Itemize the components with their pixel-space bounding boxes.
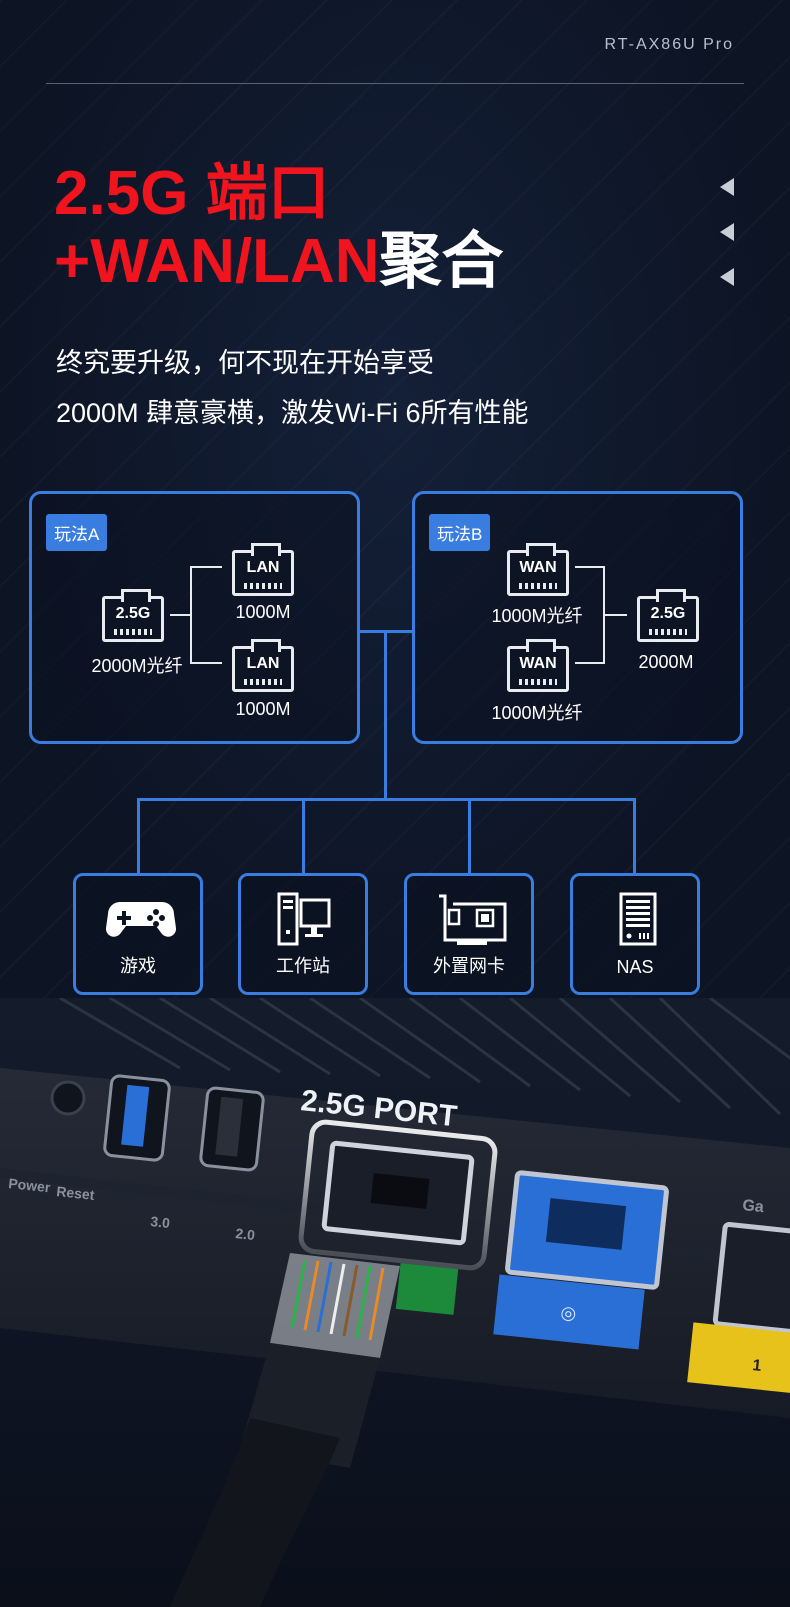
photo-label-usb2: 2.0 xyxy=(235,1225,256,1243)
mode-b-input-caption: 1000M光纤 xyxy=(491,606,583,626)
gamepad-icon xyxy=(106,902,176,937)
photo-label-gaming: Ga xyxy=(742,1197,765,1216)
connector-line xyxy=(575,566,605,568)
connector-line xyxy=(190,566,192,664)
subtitle-line-2: 2000M 肆意豪横，激发Wi-Fi 6所有性能 xyxy=(56,398,529,428)
mode-b-input-caption: 1000M光纤 xyxy=(491,703,583,723)
device-label: 外置网卡 xyxy=(433,956,505,976)
connector-line xyxy=(190,566,222,568)
panel-mode-a: 玩法A 2.5G 2000M光纤 LAN 1000M LAN 1000M xyxy=(29,491,360,744)
mode-a-tag: 玩法A xyxy=(46,514,108,551)
panel-mode-b: 玩法B WAN 1000M光纤 WAN 1000M光纤 2.5G 2000M xyxy=(412,491,743,744)
mode-b-target-caption: 2000M xyxy=(638,652,694,672)
left-arrows xyxy=(720,178,734,313)
photo-label-usb3: 3.0 xyxy=(150,1213,171,1231)
device-gaming: 游戏 xyxy=(73,873,203,995)
port-lan-icon: LAN xyxy=(232,639,294,692)
trunk-line xyxy=(384,630,387,800)
photo-label-reset: Reset xyxy=(56,1183,96,1203)
title-line-2-red: +WAN/LAN xyxy=(54,227,380,296)
header-divider xyxy=(46,83,744,84)
device-label: 游戏 xyxy=(120,956,156,976)
globe-icon: ◎ xyxy=(559,1302,577,1325)
branch-drop xyxy=(468,798,471,874)
connector-line xyxy=(575,662,605,664)
mode-a-output-caption: 1000M xyxy=(235,602,291,622)
mode-a-source-caption: 2000M光纤 xyxy=(91,656,183,676)
device-workstation: 工作站 xyxy=(238,873,368,995)
model-name: RT-AX86U Pro xyxy=(604,36,734,53)
branch-drop xyxy=(137,798,140,874)
nas-icon xyxy=(619,892,657,946)
router-photo: Power Reset 3.0 2.0 2.5G PORT ◎ Ga 1 xyxy=(0,998,790,1607)
device-label: NAS xyxy=(616,957,654,977)
photo-label-port1: 1 xyxy=(752,1357,763,1375)
port-wan-icon: WAN xyxy=(507,639,569,692)
connector-line xyxy=(170,614,190,616)
connector-line xyxy=(190,662,222,664)
title-line-1: 2.5G 端口 xyxy=(54,159,330,228)
port-2.5g-icon: 2.5G xyxy=(102,589,164,642)
arrow-left-icon xyxy=(720,268,734,286)
workstation-icon xyxy=(277,892,331,946)
subtitle: 终究要升级，何不现在开始享受 2000M 肆意豪横，激发Wi-Fi 6所有性能 xyxy=(56,338,529,438)
mode-b-tag: 玩法B xyxy=(429,514,491,551)
title-line-2: +WAN/LAN聚合 xyxy=(54,228,504,296)
network-card-icon xyxy=(439,894,507,945)
router-illustration: Power Reset 3.0 2.0 2.5G PORT ◎ Ga 1 xyxy=(0,998,790,1607)
arrow-left-icon xyxy=(720,223,734,241)
subtitle-line-1: 终究要升级，何不现在开始享受 xyxy=(56,348,434,378)
page-title: 2.5G 端口 +WAN/LAN聚合 xyxy=(54,160,504,296)
branch-line xyxy=(137,798,636,801)
mode-a-output-caption: 1000M xyxy=(235,699,291,719)
port-lan-icon: LAN xyxy=(232,543,294,596)
port-2.5g-icon: 2.5G xyxy=(637,589,699,642)
branch-drop xyxy=(302,798,305,874)
arrow-left-icon xyxy=(720,178,734,196)
photo-label-power: Power xyxy=(8,1175,52,1195)
branch-drop xyxy=(633,798,636,874)
device-nas: NAS xyxy=(570,873,700,995)
title-line-2-white: 聚合 xyxy=(379,227,504,296)
port-wan-icon: WAN xyxy=(507,543,569,596)
connector-line xyxy=(603,614,627,616)
device-network-card: 外置网卡 xyxy=(404,873,534,995)
device-label: 工作站 xyxy=(276,956,330,976)
